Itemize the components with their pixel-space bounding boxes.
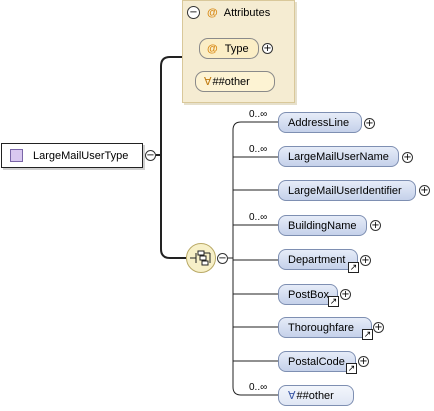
root-element-label: LargeMailUserType xyxy=(33,149,129,162)
sequence-compositor-icon xyxy=(190,250,211,266)
any-attribute-icon: ∀ xyxy=(204,76,212,88)
occurrence-label: 0..∞ xyxy=(249,144,268,155)
reference-arrow-icon: ↗ xyxy=(348,262,359,273)
attribute-at-icon: @ xyxy=(207,42,218,55)
attributes-collapse-toggle[interactable]: − xyxy=(187,6,200,19)
element-address-line[interactable]: AddressLine xyxy=(278,112,362,133)
element-thoroughfare[interactable]: Thoroughfare xyxy=(278,317,372,338)
element-label: LargeMailUserIdentifier xyxy=(288,184,402,197)
occurrence-label: 0..∞ xyxy=(249,212,268,223)
attribute-type-label: Type xyxy=(224,42,249,55)
element-postal-code[interactable]: PostalCode xyxy=(278,351,356,372)
element-label: BuildingName xyxy=(288,219,357,232)
attribute-type-expand-toggle[interactable]: + xyxy=(262,42,273,54)
root-collapse-toggle[interactable]: − xyxy=(145,149,156,161)
element-post-box[interactable]: PostBox xyxy=(278,284,338,305)
occurrence-label: 0..∞ xyxy=(249,109,268,120)
sequence-collapse-toggle[interactable]: − xyxy=(217,252,228,264)
attributes-title: Attributes xyxy=(223,6,271,19)
any-element-icon: ∀ xyxy=(288,390,296,402)
reference-arrow-icon: ↗ xyxy=(346,363,357,374)
expand-toggle[interactable]: + xyxy=(373,321,384,333)
attribute-type[interactable]: @ Type xyxy=(199,38,259,59)
element-label: ##other xyxy=(296,389,334,402)
expand-toggle[interactable]: + xyxy=(402,151,413,163)
expand-toggle[interactable]: + xyxy=(370,219,381,231)
element-label: AddressLine xyxy=(288,116,350,129)
element-label: PostBox xyxy=(288,288,329,301)
expand-toggle[interactable]: + xyxy=(340,288,351,300)
sequence-compositor[interactable] xyxy=(186,243,216,273)
element-label: LargeMailUserName xyxy=(288,150,389,163)
element-label: PostalCode xyxy=(288,355,345,368)
attribute-at-icon: @ xyxy=(207,6,218,19)
expand-toggle[interactable]: + xyxy=(419,184,430,196)
expand-toggle[interactable]: + xyxy=(364,117,375,129)
attribute-any-other-label: ##other xyxy=(212,75,250,88)
reference-arrow-icon: ↗ xyxy=(328,296,339,307)
complex-type-icon xyxy=(10,149,23,162)
element-large-mail-user-identifier[interactable]: LargeMailUserIdentifier xyxy=(278,180,416,201)
element-building-name[interactable]: BuildingName xyxy=(278,215,367,236)
reference-arrow-icon: ↗ xyxy=(362,329,373,340)
occurrence-label: 0..∞ xyxy=(249,382,268,393)
element-department[interactable]: Department xyxy=(278,249,358,270)
element-label: Thoroughfare xyxy=(288,321,355,334)
element-any-other[interactable]: ∀ ##other xyxy=(278,385,354,406)
root-element-box[interactable]: LargeMailUserType xyxy=(1,143,143,168)
element-label: Department xyxy=(288,253,346,266)
attribute-any-other[interactable]: ∀ ##other xyxy=(195,71,275,92)
attributes-header: − @ Attributes xyxy=(187,6,270,19)
expand-toggle[interactable]: + xyxy=(360,254,371,266)
expand-toggle[interactable]: + xyxy=(358,355,369,367)
element-large-mail-user-name[interactable]: LargeMailUserName xyxy=(278,146,399,167)
